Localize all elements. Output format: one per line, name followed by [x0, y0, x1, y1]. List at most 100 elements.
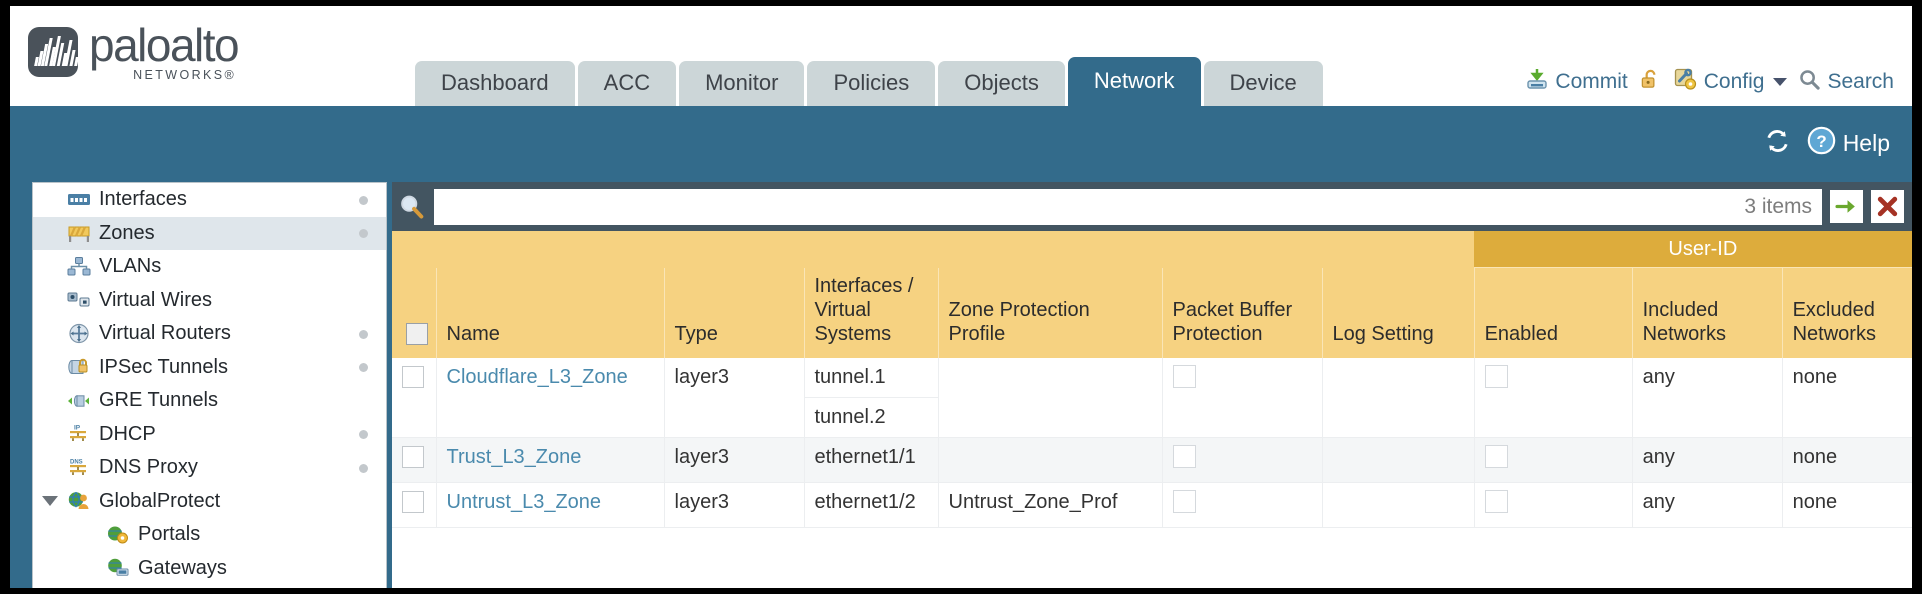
column-header-excluded-networks[interactable]: Excluded Networks: [1782, 267, 1912, 358]
config-menu[interactable]: Config: [1673, 67, 1788, 97]
column-header-userid-enabled[interactable]: Enabled: [1474, 267, 1633, 358]
interface-entry: ethernet1/2: [814, 490, 916, 513]
cell-userid-enabled[interactable]: [1474, 357, 1633, 438]
sidebar-item-portals[interactable]: Portals: [33, 518, 386, 552]
padlock-unlocked-icon: [1639, 67, 1662, 97]
sidebar-item-interfaces[interactable]: Interfaces: [33, 183, 386, 217]
userid-enabled-checkbox[interactable]: [1484, 489, 1508, 513]
sidebar-item-label: Interfaces: [99, 188, 187, 211]
search-input[interactable]: [444, 195, 1737, 218]
cell-log-setting: [1322, 437, 1475, 483]
globalprotect-icon: [66, 490, 91, 512]
search-icon[interactable]: [398, 193, 426, 221]
sidebar-item-virtual-wires[interactable]: Virtual Wires: [33, 284, 386, 318]
sidebar-item-label: DNS Proxy: [99, 456, 198, 479]
row-select-cell[interactable]: [392, 482, 437, 528]
column-header-included-networks[interactable]: Included Networks: [1632, 267, 1783, 358]
commit-button[interactable]: Commit: [1525, 67, 1628, 97]
apply-filter-button[interactable]: [1830, 190, 1863, 223]
interface-entry: tunnel.1: [804, 358, 938, 398]
chevron-down-icon: [1773, 78, 1788, 86]
column-header-interfaces[interactable]: Interfaces / Virtual Systems: [804, 267, 939, 358]
sidebar-item-gre-tunnels[interactable]: GRE Tunnels: [33, 384, 386, 418]
sidebar-item-ipsec-tunnels[interactable]: IPSec Tunnels: [33, 351, 386, 385]
cell-userid-enabled[interactable]: [1474, 437, 1633, 483]
search-field-wrap: 3 items: [434, 188, 1822, 225]
search-button[interactable]: Search: [1798, 68, 1894, 97]
tab-network[interactable]: Network: [1067, 57, 1201, 106]
tab-monitor[interactable]: Monitor: [679, 61, 805, 106]
cell-interfaces: ethernet1/2: [804, 482, 939, 528]
sidebar-item-virtual-routers[interactable]: Virtual Routers: [33, 317, 386, 351]
cell-included-networks: any: [1632, 437, 1783, 483]
help-button[interactable]: ? Help: [1807, 126, 1890, 160]
tab-dashboard[interactable]: Dashboard: [415, 61, 575, 106]
tab-device[interactable]: Device: [1203, 61, 1323, 106]
zone-name-link[interactable]: Untrust_L3_Zone: [446, 490, 602, 513]
cell-packet-buffer-protection[interactable]: [1162, 482, 1323, 528]
sidebar-item-gateways[interactable]: Gateways: [33, 552, 386, 586]
expander-collapse-icon[interactable]: [42, 496, 58, 507]
column-header-log-setting[interactable]: Log Setting: [1322, 267, 1475, 358]
table-search-row: 3 items: [392, 182, 1912, 231]
select-all-header[interactable]: [392, 267, 437, 358]
row-select-checkbox[interactable]: [402, 366, 424, 389]
sidebar-item-vlans[interactable]: VLANs: [33, 250, 386, 284]
interface-entry: ethernet1/1: [814, 445, 916, 468]
row-select-cell[interactable]: [392, 357, 437, 438]
tab-policies[interactable]: Policies: [807, 61, 936, 106]
packet-buffer-protection-checkbox[interactable]: [1172, 444, 1196, 468]
row-select-cell[interactable]: [392, 437, 437, 483]
sidebar-item-label: Gateways: [138, 556, 227, 579]
select-all-checkbox[interactable]: [406, 323, 428, 346]
items-count-label: 3 items: [1744, 194, 1812, 218]
row-select-checkbox[interactable]: [402, 491, 424, 514]
clear-filter-button[interactable]: [1871, 190, 1904, 223]
sidebar-item-label: GRE Tunnels: [99, 389, 218, 412]
zone-name-link[interactable]: Cloudflare_L3_Zone: [446, 365, 628, 388]
interface-entry: tunnel.2: [814, 405, 886, 428]
sidebar-item-globalprotect[interactable]: GlobalProtect: [33, 485, 386, 519]
cell-name: Untrust_L3_Zone: [436, 482, 665, 528]
column-header-type[interactable]: Type: [664, 267, 805, 358]
tab-objects[interactable]: Objects: [938, 61, 1065, 106]
interfaces-icon: [66, 189, 91, 211]
brand-logo: paloalto NETWORKS®: [10, 6, 240, 82]
column-header-packet-buffer-protection[interactable]: Packet Buffer Protection: [1162, 267, 1323, 358]
sidebar-item-status-dot: [359, 363, 368, 373]
sidebar-item-zones[interactable]: Zones: [33, 216, 386, 250]
sidebar-item-label: VLANs: [99, 255, 162, 278]
userid-enabled-checkbox[interactable]: [1484, 444, 1508, 468]
cell-userid-enabled[interactable]: [1474, 482, 1633, 528]
packet-buffer-protection-checkbox[interactable]: [1172, 489, 1196, 513]
lock-button[interactable]: [1639, 67, 1662, 97]
virtual-wires-icon: [66, 289, 91, 311]
column-header-name[interactable]: Name: [436, 267, 665, 358]
cell-packet-buffer-protection[interactable]: [1162, 437, 1323, 483]
virtual-routers-icon: [66, 323, 91, 345]
packet-buffer-protection-checkbox[interactable]: [1172, 364, 1196, 388]
column-header-zone-protection-profile[interactable]: Zone Protection Profile: [938, 267, 1163, 358]
cell-excluded-networks: none: [1782, 357, 1912, 438]
row-select-checkbox[interactable]: [402, 446, 424, 469]
refresh-button[interactable]: [1764, 128, 1791, 159]
cell-name: Trust_L3_Zone: [436, 437, 665, 483]
paloalto-logo-icon: [28, 27, 78, 77]
cell-log-setting: [1322, 357, 1475, 438]
zone-name-link[interactable]: Trust_L3_Zone: [446, 445, 582, 468]
cell-packet-buffer-protection[interactable]: [1162, 357, 1323, 438]
userid-enabled-checkbox[interactable]: [1484, 364, 1508, 388]
tab-acc[interactable]: ACC: [577, 61, 677, 106]
